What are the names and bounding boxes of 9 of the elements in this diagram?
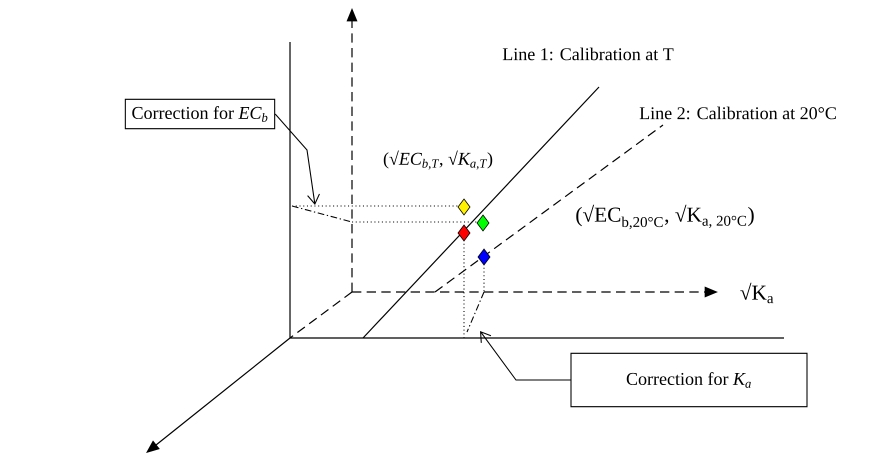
leader-line: [274, 114, 320, 205]
point-label: $\text{(√EC}_{\text{b,20°C}}\text{, √K}_{\text{a, 20°C}}\text{)}$: [576, 204, 754, 230]
line-label: Line 1: Calibration at T: [502, 48, 674, 60]
callout-box: $\text{Correction for }\text{\itshape K}_{\text{\itshape a}}$: [570, 352, 808, 408]
axis-label: $\text{√K}_{\text{a}}$: [740, 282, 774, 304]
leader-line: [480, 331, 570, 381]
callout-box: $\text{Correction for }\text{\itshape EC}_{\text{\itshape b}}$: [124, 98, 276, 130]
line-label: Line 2: Calibration at 20°C: [640, 106, 836, 120]
point-label: $\text{(√}\text{\itshape EC}_{\text{\itshape b,T}}\text{, √}\text{\itshape K}_{\text{\itshape a,T}}\text{)}$: [384, 150, 492, 170]
